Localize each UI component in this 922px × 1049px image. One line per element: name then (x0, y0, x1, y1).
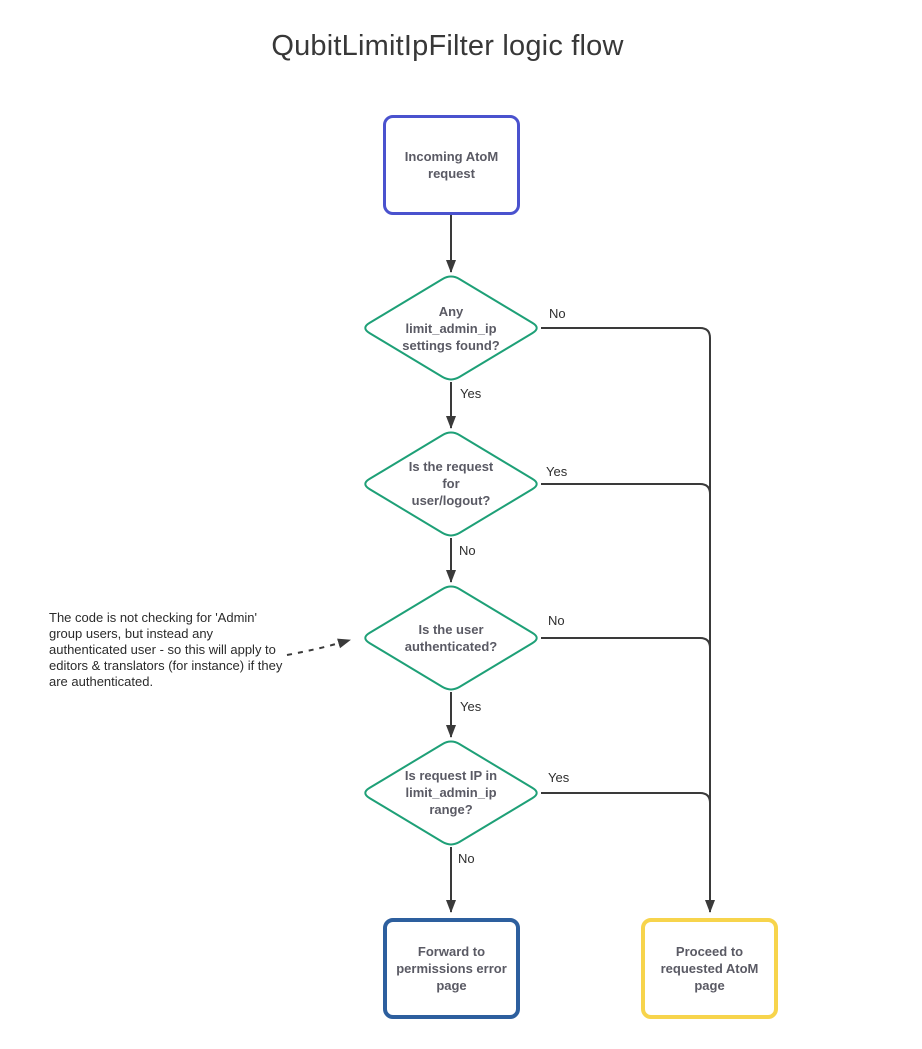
edge-label-ip-yes: Yes (548, 770, 570, 785)
edge-logout-yes (541, 483, 711, 495)
edge-label-ip-no: No (458, 851, 475, 866)
edge-settings-no (541, 327, 715, 913)
edge-auth-no (541, 637, 711, 649)
annotation-text: The code is not checking for 'Admin' gro… (49, 610, 283, 689)
edge-label-auth-yes: Yes (460, 699, 482, 714)
edge-label-logout-no: No (459, 543, 476, 558)
edge-label-settings-no: No (549, 306, 566, 321)
decision-logout-label: Is the request for user/logout? (408, 459, 494, 508)
decision-ip-range-shape (364, 740, 538, 846)
annotation-arrow (286, 638, 351, 656)
node-error-page-label: Forward to permissions error page (396, 944, 507, 993)
edge-label-settings-yes: Yes (460, 386, 482, 401)
edge-label-auth-no: No (548, 613, 565, 628)
node-incoming-request: Incoming AtoM request (383, 115, 520, 215)
edge-label-logout-yes: Yes (546, 464, 568, 479)
decision-auth-label: Is the user authenticated? (404, 622, 498, 654)
decision-ip-range-label: Is request IP in limit_admin_ip range? (404, 768, 498, 817)
decision-settings-shape (364, 275, 538, 381)
decision-settings-label: Any limit_admin_ip settings found? (402, 304, 500, 353)
decision-auth-shape (364, 585, 538, 691)
decision-logout-shape (364, 431, 538, 537)
node-error-page: Forward to permissions error page (383, 918, 520, 1019)
node-proceed-page-label: Proceed to requested AtoM page (660, 944, 759, 993)
page-title: QubitLimitIpFilter logic flow (271, 30, 624, 62)
edge-ip-yes (541, 792, 711, 804)
node-incoming-request-label: Incoming AtoM request (404, 149, 499, 181)
node-proceed-page: Proceed to requested AtoM page (641, 918, 778, 1019)
